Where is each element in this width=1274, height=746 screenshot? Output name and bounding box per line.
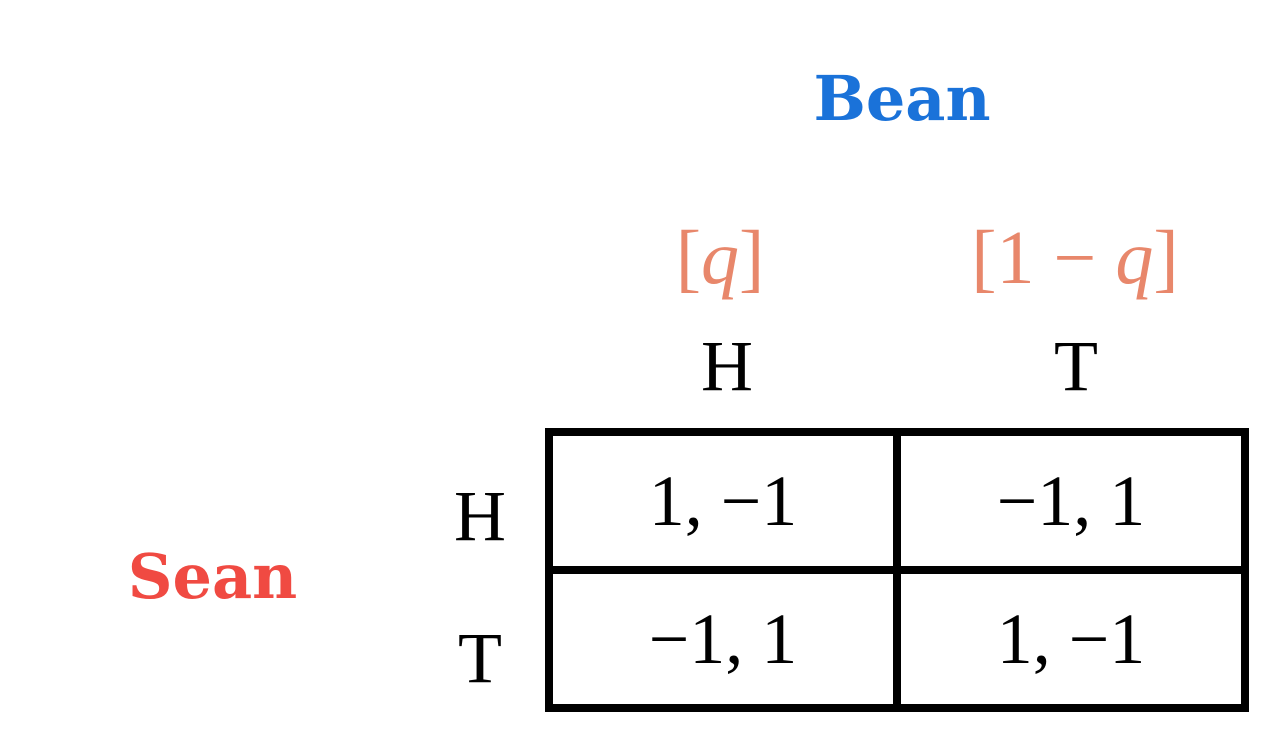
row-strategy-h: H xyxy=(454,476,506,556)
payoff-cell-h-h: 1, −1 xyxy=(545,428,901,574)
row-strategy-t: T xyxy=(458,618,502,698)
column-strategy-t: T xyxy=(1054,326,1098,406)
payoff-row-h: 1, −1 −1, 1 xyxy=(545,428,1249,574)
payoff-matrix: 1, −1 −1, 1 −1, 1 1, −1 xyxy=(545,428,1249,712)
payoff-cell-h-t: −1, 1 xyxy=(893,428,1249,574)
column-strategy-h: H xyxy=(701,326,753,406)
column-player-name: Bean xyxy=(813,62,991,135)
column-h-probability: [q] xyxy=(640,220,800,296)
prob-t-open: [1 − xyxy=(971,216,1116,300)
row-player-name: Sean xyxy=(127,540,298,613)
payoff-row-t: −1, 1 1, −1 xyxy=(545,566,1249,712)
prob-t-close: ] xyxy=(1153,216,1179,300)
prob-t-variable: q xyxy=(1115,216,1154,300)
column-t-probability: [1 − q] xyxy=(930,220,1220,296)
prob-h-close: ] xyxy=(739,216,765,300)
prob-h-open: [ xyxy=(675,216,701,300)
prob-h-variable: q xyxy=(701,216,739,300)
payoff-cell-t-h: −1, 1 xyxy=(545,566,901,712)
payoff-cell-t-t: 1, −1 xyxy=(893,566,1249,712)
